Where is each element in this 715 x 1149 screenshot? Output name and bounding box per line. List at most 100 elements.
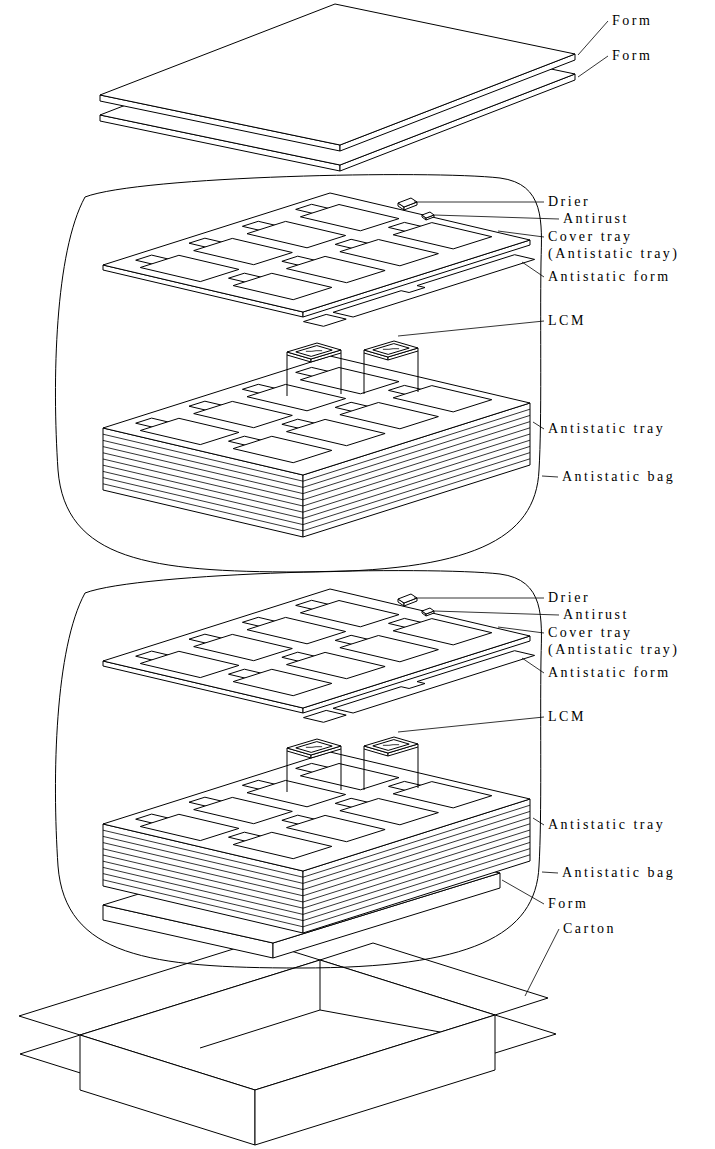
tray-layer-line [103, 855, 530, 927]
form-sheet-top [100, 4, 575, 145]
bag-assembly [55, 571, 541, 968]
antistatic-bag-outline [55, 571, 541, 968]
placement-line [418, 747, 419, 788]
tray-pocket [233, 832, 332, 858]
tray-layer-line [103, 434, 530, 506]
lcm-module-body [364, 737, 418, 756]
tray-pocket [287, 815, 386, 841]
bag-assembly [55, 175, 541, 572]
tray-pocket [233, 436, 332, 462]
tray-pocket [300, 368, 399, 394]
tray-pocket [140, 255, 239, 281]
lcm-display [296, 346, 332, 357]
carton-inner-edge [200, 1010, 320, 1048]
tray-stack [103, 356, 530, 537]
leader-line [498, 627, 544, 633]
leader-line [522, 262, 544, 277]
part-label: Antistatic bag [562, 468, 675, 485]
leader-line [398, 717, 544, 732]
tray-layer-line [103, 415, 530, 487]
leader-line [502, 880, 544, 904]
part-label: Drier [548, 589, 590, 606]
tray-pocket [287, 256, 386, 282]
tray-pocket [287, 652, 386, 678]
tray-pocket [340, 799, 439, 825]
lcm-display [373, 740, 409, 751]
placement-line [418, 351, 419, 392]
form-sheet [100, 4, 575, 151]
placement-line [287, 355, 288, 396]
leader-line [533, 422, 544, 429]
carton [19, 941, 556, 1145]
tray-pocket [233, 669, 332, 695]
tray-pocket [247, 780, 346, 806]
leader-line [542, 476, 558, 477]
lcm-display [296, 742, 332, 753]
placement-line [341, 353, 342, 394]
part-label: Form [548, 895, 588, 912]
tray-pocket [393, 223, 492, 249]
lcm-module-body [287, 739, 341, 758]
lcm-module [364, 341, 418, 360]
leader-line [414, 202, 544, 203]
tray-pocket [194, 401, 293, 427]
tray-pocket [393, 782, 492, 808]
cover-tray [103, 193, 530, 317]
antistatic-form-strip [304, 710, 347, 722]
tray-layer-line [103, 453, 530, 525]
carton-inner-edge [320, 1010, 440, 1032]
tray-layer-line [103, 409, 530, 481]
lcm-symbol [306, 746, 322, 748]
part-label: Drier [548, 193, 590, 210]
tray-pocket [340, 636, 439, 662]
tray-pocket [340, 240, 439, 266]
tray-layer-line [103, 830, 530, 902]
tray-pocket [194, 797, 293, 823]
leader-line [498, 231, 544, 237]
part-label: LCM [548, 708, 586, 725]
carton-side [255, 1015, 495, 1145]
part-label: Antistatic bag [562, 864, 675, 881]
lcm-symbol [383, 744, 399, 746]
antistatic-bag-outline [55, 175, 541, 572]
tray-layer-line [103, 842, 530, 914]
leader-line [533, 818, 544, 825]
tray-stack-top [103, 356, 530, 475]
antirust-pack-top [422, 608, 434, 614]
cover-tray-top [103, 193, 530, 312]
part-label: Cover tray (Antistatic tray) [548, 624, 698, 658]
antirust-pack [422, 608, 434, 616]
drier-pack-top [398, 594, 417, 603]
lcm-module-body-top [364, 737, 418, 753]
top-forms [100, 4, 575, 171]
lcm-module-body [364, 341, 418, 360]
lcm-symbol [306, 350, 322, 352]
tray-stack-top [103, 752, 530, 871]
part-label: Form [612, 47, 652, 64]
part-label: Antistatic tray [548, 816, 665, 833]
antirust-pack-top [422, 212, 434, 218]
carton-side [80, 1035, 255, 1145]
tray-pocket [393, 386, 492, 412]
tray-pocket [393, 619, 492, 645]
placement-line [341, 749, 342, 790]
tray-pocket [140, 418, 239, 444]
lcm-module [287, 343, 341, 362]
leader-line [525, 929, 559, 996]
lcm-module [364, 737, 418, 756]
cover-tray-top [103, 589, 530, 708]
tray-layer-line [103, 446, 530, 518]
tray-layer-line [103, 805, 530, 877]
part-label: Antistatic form [548, 268, 671, 285]
drier-pack [398, 594, 417, 606]
part-label: Antirust [563, 606, 629, 623]
antirust-pack [422, 212, 434, 220]
leader-line [578, 21, 608, 55]
tray-layer-line [103, 811, 530, 883]
drier-pack-top [398, 198, 417, 207]
tray-pocket [287, 419, 386, 445]
tray-pocket [233, 273, 332, 299]
leader-line [414, 598, 544, 599]
leader-lines [398, 21, 608, 996]
leader-line [542, 872, 558, 873]
